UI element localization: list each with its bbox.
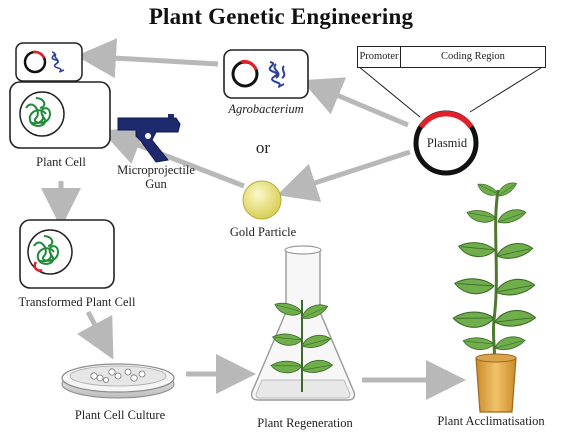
arrow-transformed-to-culture [76,310,114,360]
transformed-plant-cell-icon [19,219,115,289]
gold-particle-label: Gold Particle [229,225,297,239]
promoter-segment: Promoter [358,47,401,67]
plant-cell-icon [9,81,111,149]
potted-plant-icon [452,179,537,413]
plasmid-label: Plasmid [426,136,468,150]
plasmid-icon [357,65,545,176]
arrow-agrobacterium-to-cell [76,38,219,79]
petri-dish-icon [61,363,175,399]
transformed-plant-cell-label: Transformed Plant Cell [18,295,136,309]
arrows [41,38,466,400]
microprojectile-gun-icon [117,114,181,163]
flask-icon [250,245,356,401]
agrobacterium-label: Agrobacterium [228,102,304,116]
arrow-plasmid-to-agrobacterium [301,77,409,128]
arrow-gold-to-plant-cell [101,126,245,189]
microprojectile-label: Microprojectile [117,163,195,177]
gun-label: Gun [145,177,167,191]
small-bacterium-icon [15,42,83,82]
diagram-title: Plant Genetic Engineering [148,4,414,29]
plant-regeneration-label: Plant Regeneration [257,416,353,430]
agrobacterium-icon [223,49,309,99]
gold-particle-icon [242,180,282,220]
or-label: or [255,138,271,157]
coding-region-segment: Coding Region [441,51,505,62]
plasmid-map: Promoter Coding Region [357,46,546,68]
plant-acclimatisation-label: Plant Acclimatisation [437,414,545,428]
arrow-plasmid-to-gold-particle [276,149,411,202]
plant-cell-label: Plant Cell [36,155,86,169]
plant-cell-culture-label: Plant Cell Culture [74,408,166,422]
